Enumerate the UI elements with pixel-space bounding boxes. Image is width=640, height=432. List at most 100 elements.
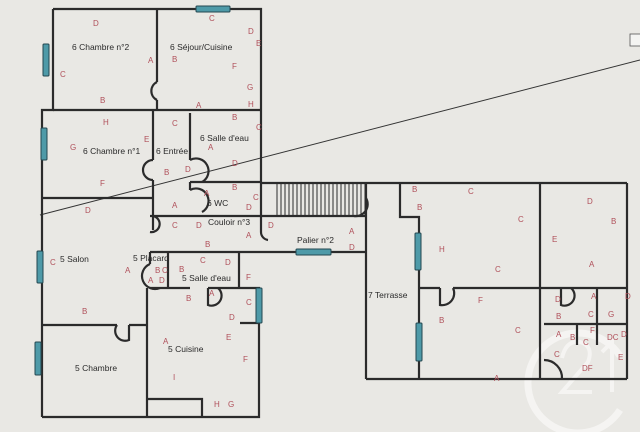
room-terrasse: 7 Terrasse bbox=[368, 290, 408, 300]
wall-letter: B bbox=[100, 96, 105, 105]
wall-letter: B bbox=[232, 183, 237, 192]
wall-letter: A bbox=[163, 337, 169, 346]
wall-letter: F bbox=[478, 296, 483, 305]
wall-letter: A bbox=[0, 0, 6, 2]
wall-letter: E bbox=[226, 333, 231, 342]
wall-letter: D bbox=[229, 313, 235, 322]
wall-letter: B bbox=[412, 185, 417, 194]
wall-letter: DF bbox=[582, 364, 593, 373]
logo-digit-1 bbox=[600, 337, 614, 392]
wall-segment bbox=[206, 287, 223, 307]
wall-letter: A bbox=[494, 374, 500, 383]
wall-letter: B bbox=[164, 168, 169, 177]
right-edge-box bbox=[629, 33, 640, 47]
wall-letter: A bbox=[148, 276, 154, 285]
wall-letter: C bbox=[518, 215, 524, 224]
wall-letter: A bbox=[125, 266, 131, 275]
wall-letter: B bbox=[570, 333, 575, 342]
wall-letter: D bbox=[93, 19, 99, 28]
wall-letter: I bbox=[0, 0, 2, 2]
wall-segment bbox=[150, 81, 158, 101]
room-wc: 6 WC bbox=[207, 198, 228, 208]
wall-letter: D bbox=[185, 165, 191, 174]
wall-letter: B bbox=[205, 240, 210, 249]
wall-segment bbox=[259, 231, 269, 242]
wall-letter: A bbox=[172, 201, 178, 210]
wall-letter: C bbox=[246, 298, 252, 307]
wall-letter: C bbox=[583, 338, 589, 347]
wall-segment bbox=[398, 183, 421, 379]
logo-digit-2 bbox=[557, 339, 592, 394]
wall-letter: B bbox=[611, 217, 616, 226]
logo-c21 bbox=[524, 329, 623, 432]
wall-letter: F bbox=[232, 62, 237, 71]
wall-segment bbox=[53, 7, 263, 216]
wall-letter: C bbox=[172, 221, 178, 230]
wall-segment bbox=[438, 287, 456, 307]
walls bbox=[40, 7, 629, 419]
wall-letter: D bbox=[85, 206, 91, 215]
wall-letter: F bbox=[100, 179, 105, 188]
wall-letter: C bbox=[60, 70, 66, 79]
wall-letter: C bbox=[256, 123, 262, 132]
wall-letter: D bbox=[159, 276, 165, 285]
window-icon bbox=[195, 5, 231, 13]
wall-segment bbox=[42, 323, 261, 419]
wall-segment bbox=[114, 324, 131, 342]
wall-letter: D bbox=[621, 330, 627, 339]
window-icon bbox=[414, 232, 422, 271]
wall-letter: D bbox=[555, 295, 561, 304]
wall-letter: B bbox=[556, 312, 561, 321]
wall-letter: E bbox=[618, 353, 623, 362]
wall-letter: F bbox=[243, 355, 248, 364]
wall-letter: B bbox=[155, 266, 160, 275]
wall-letter: G bbox=[0, 0, 6, 2]
room-cuisine: 5 Cuisine bbox=[168, 344, 204, 354]
wall-letter: C bbox=[200, 256, 206, 265]
wall-segment bbox=[140, 262, 161, 291]
wall-letter: B bbox=[82, 307, 87, 316]
room-chambre-2: 6 Chambre n°2 bbox=[72, 42, 130, 52]
wall-letter: H bbox=[214, 400, 220, 409]
wall-letter: C bbox=[50, 258, 56, 267]
window-icon bbox=[415, 322, 423, 362]
wall-letter: D bbox=[625, 292, 631, 301]
wall-letter: G bbox=[608, 310, 614, 319]
wall-letter: A bbox=[246, 231, 252, 240]
wall-letter: D bbox=[349, 243, 355, 252]
wall-letter: D bbox=[248, 27, 254, 36]
wall-segment bbox=[189, 187, 210, 213]
room-palier-2: Palier n°2 bbox=[297, 235, 334, 245]
wall-letter: B bbox=[186, 294, 191, 303]
wall-letter: C bbox=[172, 119, 178, 128]
wall-letter: C bbox=[253, 193, 259, 202]
window-icon bbox=[34, 341, 42, 376]
room-salon: 5 Salon bbox=[60, 254, 89, 264]
wall-letter: DC bbox=[607, 333, 619, 342]
wall-letter: G bbox=[247, 83, 253, 92]
wall-letter: D bbox=[268, 221, 274, 230]
room-couloir-3: Couloir n°3 bbox=[208, 217, 250, 227]
wall-letter: F bbox=[590, 326, 595, 335]
room-salle-d-eau-6: 6 Salle d'eau bbox=[200, 133, 249, 143]
wall-letter: E bbox=[144, 135, 149, 144]
wall-segment bbox=[147, 397, 204, 417]
staircase bbox=[274, 184, 366, 216]
window-icon bbox=[295, 248, 332, 256]
wall-letter: H bbox=[103, 118, 109, 127]
wall-letter: J bbox=[0, 0, 4, 2]
wall-letter: C bbox=[588, 310, 594, 319]
wall-letter: C bbox=[495, 265, 501, 274]
wall-letter: H bbox=[248, 100, 254, 109]
wall-letter: I bbox=[173, 373, 175, 382]
diagonal-line bbox=[39, 59, 640, 216]
wall-letter: D bbox=[232, 159, 238, 168]
wall-letter: A bbox=[556, 330, 562, 339]
wall-letter: C bbox=[209, 14, 215, 23]
wall-letter: D bbox=[225, 258, 231, 267]
wall-letter: F bbox=[246, 273, 251, 282]
wall-letter: A bbox=[204, 189, 210, 198]
wall-letter: C bbox=[554, 350, 560, 359]
window-icon bbox=[42, 43, 50, 77]
